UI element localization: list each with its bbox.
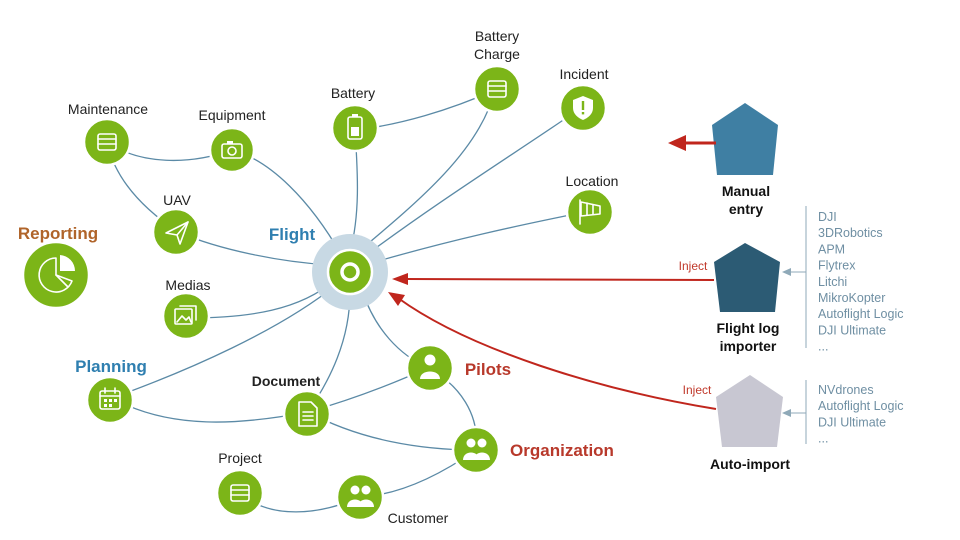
format-list-item: Flytrex xyxy=(818,259,856,273)
format-list-item: MikroKopter xyxy=(818,291,885,305)
label-manual-line1: Manual xyxy=(722,183,770,199)
format-list-item: 3DRobotics xyxy=(818,226,883,240)
node-maintenance[interactable] xyxy=(82,117,132,167)
node-project[interactable] xyxy=(215,468,265,518)
label-importer-line1: Flight log xyxy=(717,320,780,336)
label-battery: Battery xyxy=(331,85,375,101)
pie-chart-icon xyxy=(38,255,76,293)
link-document-organization xyxy=(307,411,477,451)
auto-import-format-bracket xyxy=(782,380,807,444)
list-icon xyxy=(487,80,507,98)
link-flight-planning xyxy=(111,284,337,399)
importer-format-bracket xyxy=(782,206,807,348)
image-gallery-icon xyxy=(174,305,197,325)
label-project: Project xyxy=(218,450,262,466)
format-list-item: DJI xyxy=(818,210,837,224)
battery-icon xyxy=(347,114,363,140)
node-pilots[interactable] xyxy=(405,343,455,393)
flight-hub[interactable] xyxy=(312,234,388,310)
hub-circle xyxy=(326,248,374,296)
format-list-item: APM xyxy=(818,242,845,256)
node-planning[interactable] xyxy=(85,375,135,425)
header-reporting: Reporting xyxy=(18,224,98,243)
link-planning-document xyxy=(111,397,309,423)
label-document: Document xyxy=(252,373,321,389)
node-uav[interactable] xyxy=(151,207,201,257)
node-customer[interactable] xyxy=(335,472,385,522)
label-maintenance: Maintenance xyxy=(68,101,148,117)
format-list-item: Autoflight Logic xyxy=(818,307,903,321)
label-incident: Incident xyxy=(559,66,608,82)
label-importer-line2: importer xyxy=(720,338,777,354)
format-list-item: DJI Ultimate xyxy=(818,415,886,429)
manual-entry-source[interactable] xyxy=(712,103,778,175)
importer-pentagon xyxy=(714,243,780,312)
node-document[interactable] xyxy=(282,389,332,439)
auto-import-arrow xyxy=(388,292,717,410)
node-medias[interactable] xyxy=(161,291,211,341)
auto-import-pentagon xyxy=(716,375,783,447)
node-incident[interactable] xyxy=(558,83,608,133)
format-list-item: Autoflight Logic xyxy=(818,399,903,413)
format-list-item: Litchi xyxy=(818,275,847,289)
label-auto-import: Auto-import xyxy=(710,456,790,472)
manual-entry-pentagon xyxy=(712,103,778,175)
label-location: Location xyxy=(566,173,619,189)
document-icon xyxy=(298,401,318,427)
node-location[interactable] xyxy=(565,187,615,237)
person-icon xyxy=(420,354,440,379)
label-battery-charge-line1: Battery xyxy=(475,28,519,44)
link-flight-battery-charge xyxy=(357,89,496,253)
link-flight-location xyxy=(367,211,586,265)
calendar-icon xyxy=(99,387,121,410)
group-icon xyxy=(347,485,374,507)
hub-label: Flight xyxy=(269,225,316,244)
list-icon xyxy=(97,133,117,151)
link-flight-incident xyxy=(364,109,579,257)
importer-arrow xyxy=(392,273,715,285)
header-organization: Organization xyxy=(510,441,614,460)
paper-plane-icon xyxy=(165,221,189,245)
label-equipment: Equipment xyxy=(199,107,266,123)
ring-icon xyxy=(340,262,360,282)
windsock-icon xyxy=(579,199,601,225)
label-medias: Medias xyxy=(165,277,210,293)
header-planning: Planning xyxy=(75,357,147,376)
node-battery[interactable] xyxy=(330,103,380,153)
format-list-item: ... xyxy=(818,340,828,354)
label-battery-charge-line2: Charge xyxy=(474,46,520,62)
format-list-item: DJI Ultimate xyxy=(818,323,886,337)
manual-entry-arrow xyxy=(668,135,716,151)
label-customer: Customer xyxy=(388,510,449,526)
header-pilots: Pilots xyxy=(465,360,511,379)
label-uav: UAV xyxy=(163,192,191,208)
node-equipment[interactable] xyxy=(208,126,256,174)
label-manual-line2: entry xyxy=(729,201,763,217)
inject-label-importer: Inject xyxy=(679,259,708,273)
group-icon xyxy=(463,438,490,460)
camera-icon xyxy=(221,141,243,159)
inject-label-auto: Inject xyxy=(683,383,712,397)
node-reporting[interactable] xyxy=(21,240,91,310)
format-list-item: NVdrones xyxy=(818,383,874,397)
auto-import-source[interactable] xyxy=(716,375,783,447)
shield-alert-icon xyxy=(573,96,593,120)
flight-log-importer-source[interactable] xyxy=(714,243,780,312)
node-battery-charge[interactable] xyxy=(472,64,522,114)
format-list-item: ... xyxy=(818,432,828,446)
node-organization[interactable] xyxy=(451,425,501,475)
list-icon xyxy=(230,484,250,502)
